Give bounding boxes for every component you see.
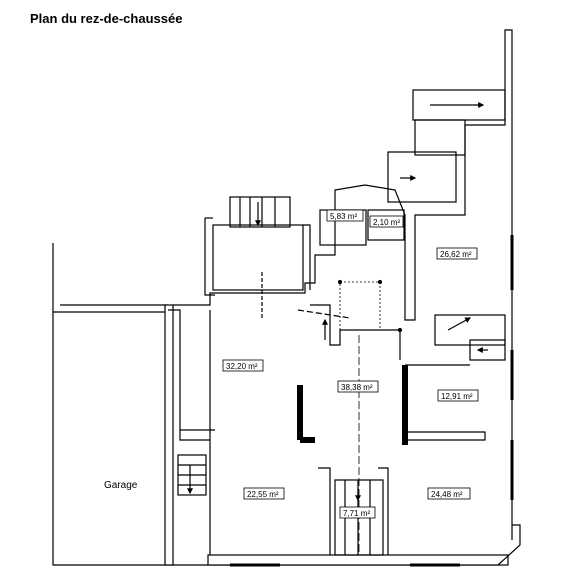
area-label-entry: 7,71 m² [343, 509, 370, 518]
walls [52, 29, 521, 567]
area-label-wc1: 5,83 m² [330, 212, 357, 221]
plan-title: Plan du rez-de-chaussée [30, 11, 183, 26]
garage-label: Garage [104, 480, 138, 491]
area-label-hall: 38,38 m² [341, 383, 373, 392]
area-label-wc2: 2,10 m² [373, 218, 400, 227]
area-label-room-ne: 26,62 m² [440, 250, 472, 259]
area-label-living: 32,20 m² [226, 362, 258, 371]
area-label-room-sw: 22,55 m² [247, 490, 279, 499]
area-labels: 5,83 m² 2,10 m² 26,62 m² 32,20 m² 38,38 … [222, 209, 479, 519]
area-label-room-se: 24,48 m² [431, 490, 463, 499]
area-label-room-e: 12,91 m² [441, 392, 473, 401]
